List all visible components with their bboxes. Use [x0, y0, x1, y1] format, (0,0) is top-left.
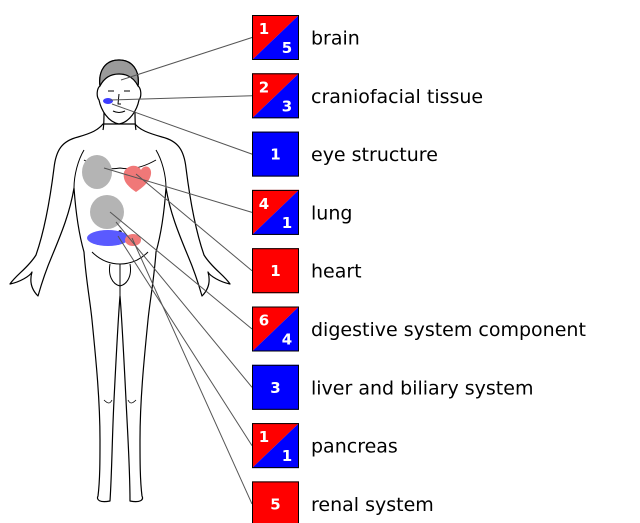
red-count: 2 [259, 78, 269, 96]
blue-count: 1 [282, 214, 292, 232]
red-count: 1 [259, 428, 269, 446]
marker-renal: 5 [252, 481, 299, 523]
red-count: 5 [270, 495, 280, 513]
marker-eye: 1 [252, 132, 299, 177]
marker-digestive: 64 [252, 307, 299, 352]
organ-label-renal: renal system [311, 494, 434, 516]
red-count: 1 [270, 262, 280, 280]
blue-count: 3 [282, 97, 292, 115]
marker-brain: 15 [252, 15, 299, 60]
blue-count: 3 [270, 379, 280, 397]
red-count: 1 [259, 20, 269, 38]
blue-count: 1 [270, 146, 280, 164]
organ-label-craniofacial: craniofacial tissue [311, 86, 483, 108]
marker-pancreas: 11 [252, 423, 299, 468]
blue-count: 4 [282, 331, 292, 349]
eye-highlight [103, 98, 113, 104]
organ-label-brain: brain [311, 28, 360, 50]
marker-lung: 41 [252, 190, 299, 235]
lung-shape [82, 155, 112, 189]
marker-heart: 1 [252, 248, 299, 293]
connector-brain [121, 38, 252, 81]
marker-craniofacial: 23 [252, 73, 299, 118]
organ-label-heart: heart [311, 261, 362, 283]
organ-label-pancreas: pancreas [311, 436, 398, 458]
organ-label-lung: lung [311, 202, 352, 224]
marker-liver: 3 [252, 365, 299, 410]
organ-label-eye: eye structure [311, 144, 438, 166]
connector-renal [132, 238, 252, 504]
human-body-figure [10, 60, 230, 502]
blue-count: 5 [282, 39, 292, 57]
liver-stomach-shape [90, 195, 124, 229]
red-count: 6 [259, 312, 269, 330]
red-count: 4 [259, 195, 269, 213]
blue-count: 1 [282, 447, 292, 465]
organ-label-liver: liver and biliary system [311, 377, 533, 399]
organ-label-digestive: digestive system component [311, 319, 586, 341]
body-outline [10, 124, 230, 502]
